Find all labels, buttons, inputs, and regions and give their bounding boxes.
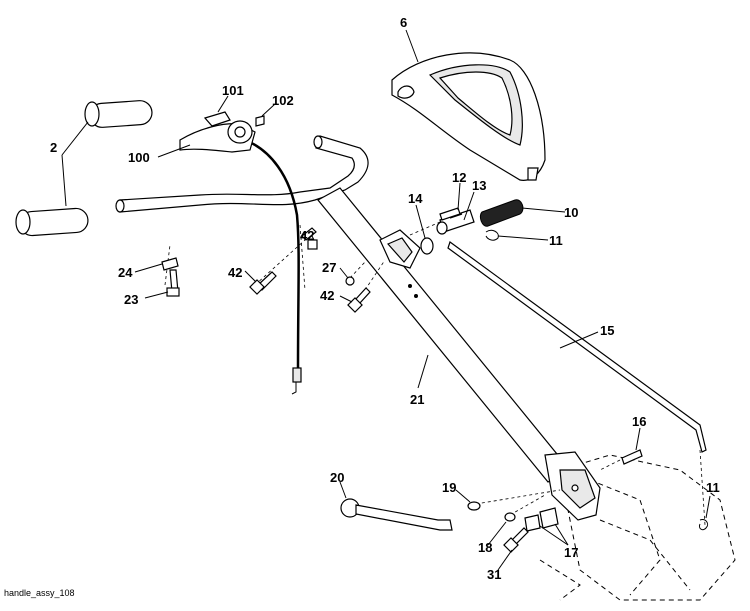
- callout-11-upper: 11: [549, 233, 563, 248]
- callout-24: 24: [118, 265, 133, 280]
- callout-6: 6: [400, 15, 407, 30]
- control-cable: [244, 138, 302, 395]
- callout-17: 17: [564, 545, 578, 560]
- assembly-lines: [164, 221, 706, 526]
- diagram-caption: handle_assy_108: [4, 588, 75, 598]
- callout-42-upper: 42: [300, 228, 314, 243]
- callout-21: 21: [410, 392, 424, 407]
- leader-lines: [61, 29, 711, 571]
- upper-handlebar: [115, 135, 369, 213]
- callout-16: 16: [632, 414, 646, 429]
- mounting-bracket: [544, 451, 601, 521]
- cotter-pin-upper: [485, 229, 499, 241]
- callout-27: 27: [322, 260, 336, 275]
- shift-lever: [340, 498, 453, 531]
- callout-20: 20: [330, 470, 344, 485]
- callout-42-left: 42: [228, 265, 242, 280]
- callout-14: 14: [408, 191, 423, 206]
- knob-grip: [479, 199, 524, 227]
- callout-15: 15: [600, 323, 614, 338]
- callout-19: 19: [442, 480, 456, 495]
- callout-labels: 6 101 102 2 100 12 13 10 14 11 42 24 42 …: [50, 15, 720, 582]
- callout-11-lower: 11: [706, 480, 720, 495]
- callout-2: 2: [50, 140, 57, 155]
- callout-12: 12: [452, 170, 466, 185]
- callout-31: 31: [487, 567, 501, 582]
- pivot-block: [379, 207, 475, 269]
- control-rod: [447, 241, 707, 453]
- callout-18: 18: [478, 540, 492, 555]
- callout-101: 101: [222, 83, 244, 98]
- handle-grips: [15, 100, 153, 237]
- callout-100: 100: [128, 150, 150, 165]
- bolts: [161, 227, 643, 553]
- callout-42-lower: 42: [320, 288, 334, 303]
- small-hardware: [467, 501, 709, 532]
- callout-13: 13: [472, 178, 486, 193]
- callout-10: 10: [564, 205, 578, 220]
- control-lever: [179, 111, 265, 153]
- callout-102: 102: [272, 93, 294, 108]
- console-cover: [391, 52, 546, 181]
- callout-23: 23: [124, 292, 138, 307]
